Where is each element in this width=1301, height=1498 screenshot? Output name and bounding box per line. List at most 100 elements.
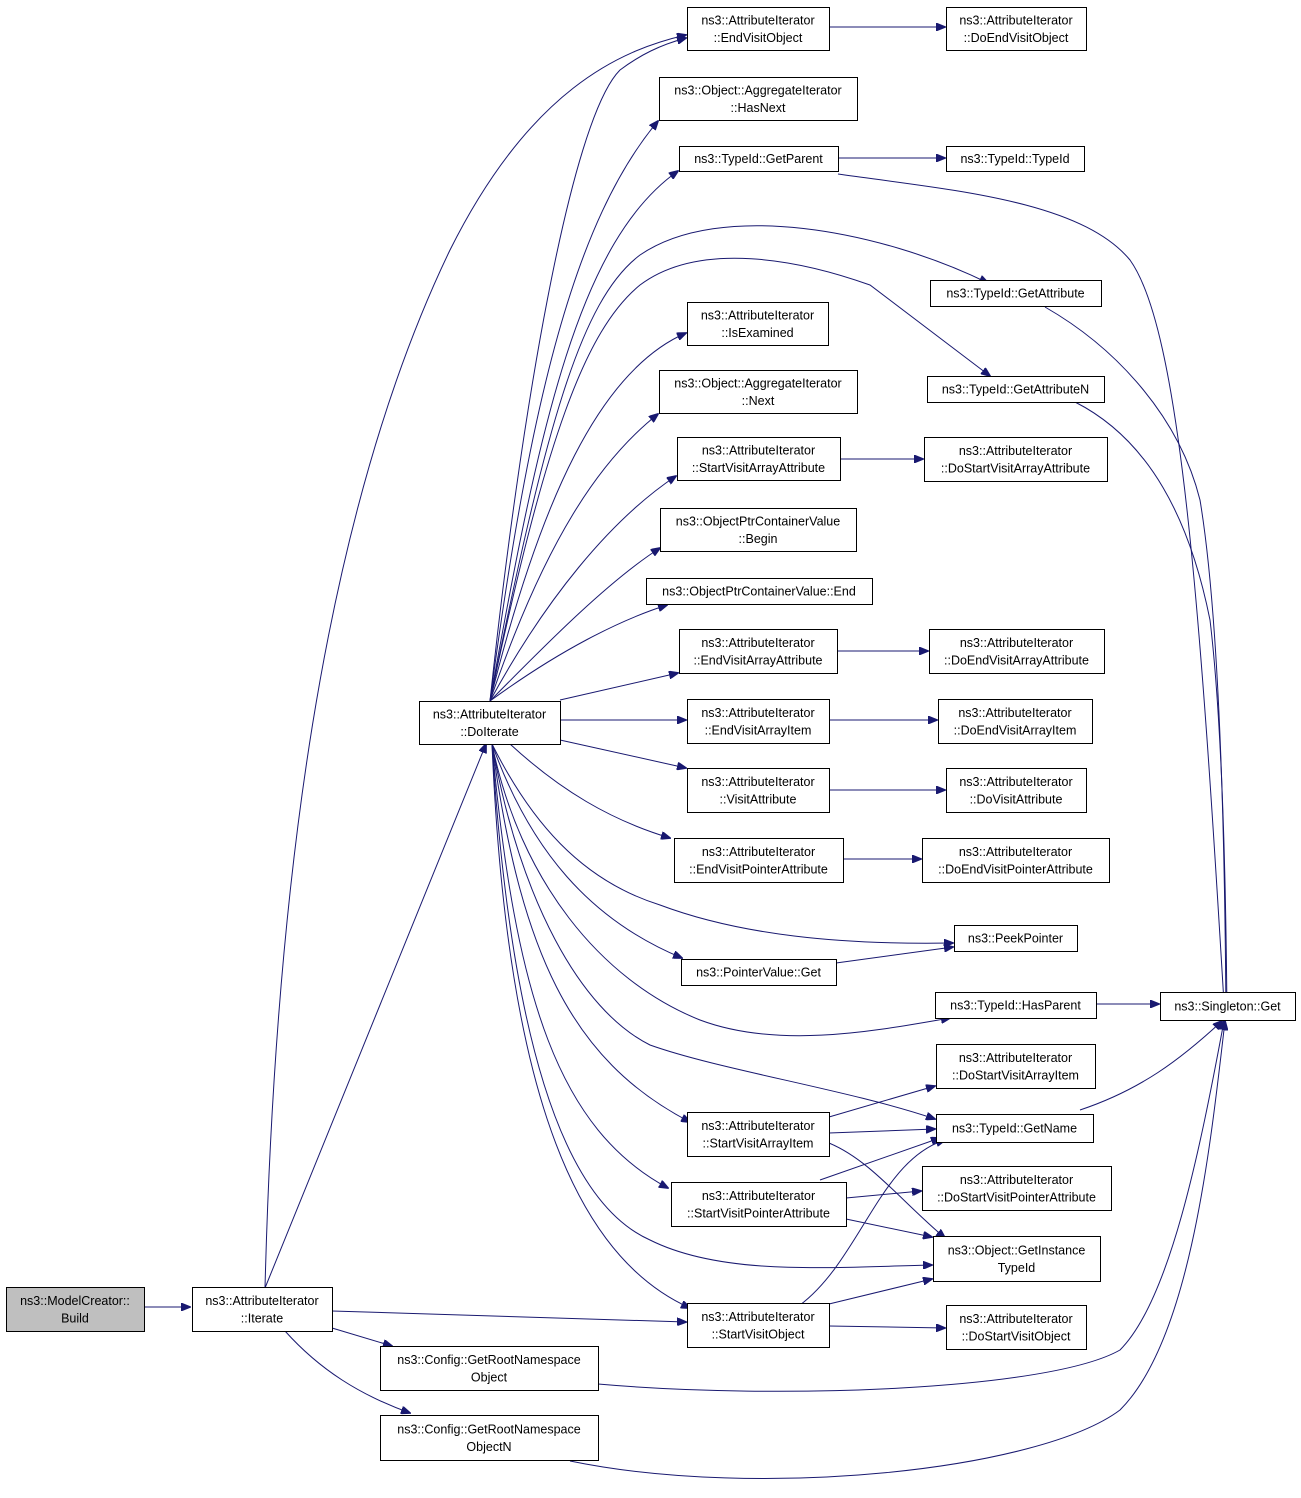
node-singleton-get[interactable]: ns3::Singleton::Get — [1160, 992, 1296, 1021]
node-label: ns3::ModelCreator:: — [20, 1294, 130, 1308]
node-label: ns3::AttributeIterator — [959, 444, 1072, 458]
node-dostartvisitarrayitem[interactable]: ns3::AttributeIterator::DoStartVisitArra… — [936, 1044, 1096, 1089]
node-label: ns3::PointerValue::Get — [696, 966, 821, 980]
node-label: ::DoStartVisitObject — [962, 1329, 1071, 1343]
node-optr-begin[interactable]: ns3::ObjectPtrContainerValue::Begin — [660, 508, 857, 552]
node-startvisitpointerattribute[interactable]: ns3::AttributeIterator::StartVisitPointe… — [671, 1182, 847, 1227]
node-box — [687, 1112, 830, 1157]
node-iterate[interactable]: ns3::AttributeIterator::Iterate — [192, 1287, 333, 1332]
node-getattribute[interactable]: ns3::TypeId::GetAttribute — [930, 280, 1102, 307]
node-label: ns3::AttributeIterator — [205, 1294, 318, 1308]
node-startvisitarrayitem[interactable]: ns3::AttributeIterator::StartVisitArrayI… — [687, 1112, 830, 1157]
edges — [144, 27, 1227, 1479]
node-doendvisitarrayattribute[interactable]: ns3::AttributeIterator::DoEndVisitArrayA… — [929, 629, 1105, 674]
node-label: ns3::AttributeIterator — [959, 1312, 1072, 1326]
node-hasparent[interactable]: ns3::TypeId::HasParent — [935, 992, 1097, 1019]
edge-pointervalueget-peekpointer — [835, 947, 953, 964]
edge-startvisitpointerattribute-getname — [819, 1138, 940, 1181]
node-box — [938, 699, 1093, 744]
node-box — [679, 146, 839, 172]
node-box — [6, 1287, 145, 1332]
node-endvisitarrayitem[interactable]: ns3::AttributeIterator::EndVisitArrayIte… — [687, 699, 830, 744]
node-pointervalue-get[interactable]: ns3::PointerValue::Get — [681, 959, 837, 986]
node-label: ::EndVisitObject — [714, 31, 803, 45]
node-dostartvisitpointerattribute[interactable]: ns3::AttributeIterator::DoStartVisitPoin… — [922, 1166, 1112, 1211]
edge-doiterate-getattributen — [489, 257, 990, 702]
node-label: ns3::AttributeIterator — [958, 706, 1071, 720]
node-label: ns3::AttributeIterator — [702, 443, 815, 457]
edge-doiterate-pointervalueget — [491, 743, 682, 958]
edge-doiterate-optrbegin — [489, 548, 660, 702]
node-peekpointer[interactable]: ns3::PeekPointer — [954, 925, 1078, 952]
edge-startvisitobject-getname — [799, 1140, 945, 1306]
node-box — [419, 701, 561, 745]
node-label: ns3::TypeId::TypeId — [960, 152, 1069, 166]
edge-doiterate-endvisitpointerattribute — [509, 743, 670, 838]
edge-doiterate-getname — [491, 743, 935, 1119]
node-label: ns3::AttributeIterator — [701, 1119, 814, 1133]
node-getattributen[interactable]: ns3::TypeId::GetAttributeN — [927, 376, 1105, 403]
node-box — [646, 578, 873, 605]
node-label: ObjectN — [466, 1440, 511, 1454]
node-doendvisitobject[interactable]: ns3::AttributeIterator::DoEndVisitObject — [946, 7, 1087, 51]
node-label: ::HasNext — [731, 101, 786, 115]
edge-startvisitarrayitem-getinstancetypeid — [828, 1142, 945, 1238]
node-label: ns3::AttributeIterator — [960, 636, 1073, 650]
node-typeid-ctor[interactable]: ns3::TypeId::TypeId — [946, 146, 1085, 172]
node-endvisitarrayattribute[interactable]: ns3::AttributeIterator::EndVisitArrayAtt… — [679, 629, 838, 674]
node-endvisitpointerattribute[interactable]: ns3::AttributeIterator::EndVisitPointerA… — [674, 838, 844, 883]
node-dovisitattribute[interactable]: ns3::AttributeIterator::DoVisitAttribute — [946, 768, 1087, 813]
node-label: ::EndVisitPointerAttribute — [689, 862, 828, 876]
node-box — [681, 959, 837, 986]
nodes: ns3::ModelCreator::Buildns3::AttributeIt… — [6, 7, 1296, 1461]
node-label: ns3::Object::GetInstance — [948, 1243, 1086, 1257]
node-visitattribute[interactable]: ns3::AttributeIterator::VisitAttribute — [687, 768, 830, 813]
node-label: ns3::AttributeIterator — [701, 636, 814, 650]
edge-doiterate-startvisitarrayitem — [491, 743, 690, 1122]
node-startvisitarrayattribute[interactable]: ns3::AttributeIterator::StartVisitArrayA… — [677, 437, 841, 481]
node-label: ::EndVisitArrayAttribute — [694, 653, 823, 667]
node-getparent[interactable]: ns3::TypeId::GetParent — [679, 146, 839, 172]
node-box — [924, 437, 1108, 482]
node-aggregate-next[interactable]: ns3::Object::AggregateIterator::Next — [659, 370, 858, 414]
node-box — [922, 1166, 1112, 1211]
node-build[interactable]: ns3::ModelCreator::Build — [6, 1287, 145, 1332]
node-label: ::StartVisitArrayItem — [703, 1136, 814, 1150]
node-label: ns3::ObjectPtrContainerValue — [676, 514, 840, 528]
node-box — [380, 1415, 599, 1461]
edge-getname-singleton — [1079, 1021, 1222, 1111]
node-endvisitobject[interactable]: ns3::AttributeIterator::EndVisitObject — [687, 7, 830, 51]
node-label: ::VisitAttribute — [720, 792, 797, 806]
node-label: ns3::AttributeIterator — [701, 706, 814, 720]
edge-startvisitobject-dostartvisitobject — [828, 1326, 945, 1328]
node-label: ns3::Singleton::Get — [1174, 1000, 1281, 1014]
node-box — [380, 1346, 599, 1391]
node-doendvisitarrayitem[interactable]: ns3::AttributeIterator::DoEndVisitArrayI… — [938, 699, 1093, 744]
node-box — [954, 925, 1078, 952]
node-label: TypeId — [998, 1261, 1036, 1275]
edge-doiterate-hasnext — [489, 121, 658, 702]
node-getname[interactable]: ns3::TypeId::GetName — [936, 1114, 1094, 1143]
edge-startvisitarrayitem-getname — [828, 1129, 935, 1134]
node-doiterate[interactable]: ns3::AttributeIterator::DoIterate — [419, 701, 561, 745]
node-box — [927, 376, 1105, 403]
edge-doiterate-getparent — [489, 171, 678, 702]
edge-doiterate-peekpointer — [491, 743, 953, 943]
node-dostartvisitobject[interactable]: ns3::AttributeIterator::DoStartVisitObje… — [946, 1305, 1087, 1350]
node-aggregate-hasnext[interactable]: ns3::Object::AggregateIterator::HasNext — [659, 77, 858, 121]
node-box — [687, 699, 830, 744]
edge-doiterate-endvisitobject — [489, 38, 686, 702]
node-isexamined[interactable]: ns3::AttributeIterator::IsExamined — [687, 302, 829, 346]
node-doendvisitpointerattribute[interactable]: ns3::AttributeIterator::DoEndVisitPointe… — [922, 838, 1110, 883]
node-optr-end[interactable]: ns3::ObjectPtrContainerValue::End — [646, 578, 873, 605]
node-box — [687, 7, 830, 51]
node-box — [1160, 992, 1296, 1021]
edge-iterate-getrootnamespaceobjectn — [284, 1330, 410, 1413]
node-label: ::IsExamined — [721, 326, 793, 340]
node-label: ns3::AttributeIterator — [959, 775, 1072, 789]
node-startvisitobject[interactable]: ns3::AttributeIterator::StartVisitObject — [687, 1303, 830, 1348]
node-dostartvisitarrayattribute[interactable]: ns3::AttributeIterator::DoStartVisitArra… — [924, 437, 1108, 482]
